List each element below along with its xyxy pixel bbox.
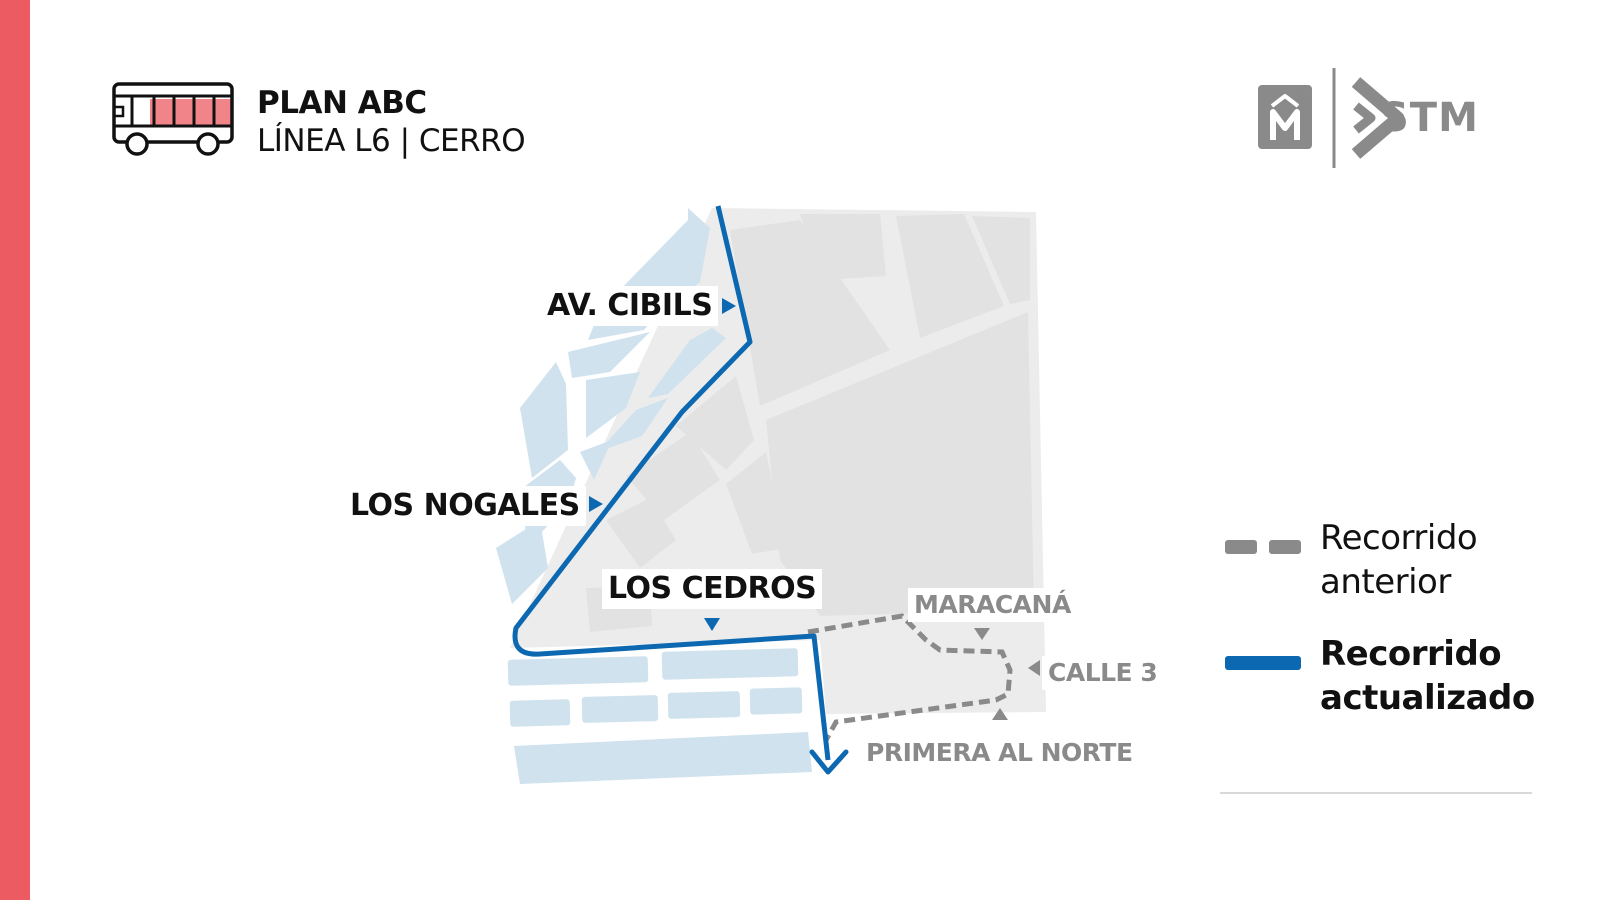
block bbox=[514, 732, 812, 784]
page-subtitle: LÍNEA L6 | CERRO bbox=[257, 123, 526, 159]
bus-icon bbox=[112, 82, 234, 156]
block bbox=[626, 432, 720, 520]
legend-divider bbox=[1220, 792, 1532, 794]
block bbox=[496, 520, 548, 604]
legend-label-line1: Recorrido bbox=[1320, 634, 1502, 674]
block bbox=[580, 440, 612, 480]
block bbox=[896, 214, 1004, 338]
title-block: PLAN ABC LÍNEA L6 | CERRO bbox=[257, 84, 526, 160]
logos bbox=[1258, 68, 1405, 168]
block bbox=[648, 328, 726, 398]
page-title: PLAN ABC bbox=[257, 85, 427, 121]
stop-marker bbox=[704, 618, 720, 631]
block bbox=[676, 376, 754, 470]
stop-label-los-nogales: LOS NOGALES bbox=[344, 486, 586, 526]
block bbox=[509, 699, 571, 727]
block bbox=[726, 452, 786, 554]
stop-label-los-cedros: LOS CEDROS bbox=[602, 569, 823, 609]
stm-logo-text: STM bbox=[1380, 95, 1479, 141]
block bbox=[507, 656, 649, 686]
legend-label-line1: Recorrido bbox=[1320, 518, 1478, 558]
old-route-line bbox=[807, 613, 1013, 742]
block bbox=[598, 398, 668, 452]
street-marker bbox=[1028, 660, 1040, 676]
street-label-primera-al-norte: PRIMERA AL NORTE bbox=[860, 736, 1139, 770]
legend-label: Recorrido anterior bbox=[1320, 516, 1478, 604]
legend-label-line2: anterior bbox=[1320, 562, 1451, 602]
block bbox=[972, 216, 1030, 304]
legend-label: Recorrido actualizado bbox=[1320, 632, 1535, 720]
legend-label-line2: actualizado bbox=[1320, 678, 1535, 718]
stop-marker bbox=[589, 496, 603, 512]
stop-marker bbox=[722, 298, 736, 314]
stm-logo-icon bbox=[1351, 77, 1405, 159]
legend: Recorrido anterior Recorrido actualizado bbox=[1225, 516, 1535, 748]
block bbox=[730, 220, 890, 406]
block bbox=[749, 687, 803, 715]
updated-route-line bbox=[512, 205, 831, 761]
route-arrow-head bbox=[809, 749, 849, 775]
metro-logo-icon bbox=[1258, 85, 1312, 149]
block bbox=[667, 691, 741, 719]
legend-item-updated: Recorrido actualizado bbox=[1225, 632, 1535, 724]
dashed-line-icon bbox=[1225, 540, 1301, 554]
street-label-maracana: MARACANÁ bbox=[908, 588, 1077, 622]
accent-bar bbox=[0, 0, 30, 900]
block bbox=[581, 695, 659, 723]
block bbox=[766, 312, 1034, 616]
stop-label-av-cibils: AV. CIBILS bbox=[541, 286, 719, 326]
street-label-calle-3: CALLE 3 bbox=[1042, 656, 1164, 690]
block bbox=[614, 208, 710, 300]
block bbox=[520, 362, 568, 478]
block bbox=[586, 372, 640, 438]
block bbox=[606, 498, 676, 568]
legend-item-previous: Recorrido anterior bbox=[1225, 516, 1535, 608]
street-marker bbox=[974, 628, 990, 640]
block bbox=[568, 332, 650, 378]
solid-line-icon bbox=[1225, 656, 1301, 670]
block bbox=[661, 648, 799, 680]
street-marker bbox=[992, 708, 1008, 720]
